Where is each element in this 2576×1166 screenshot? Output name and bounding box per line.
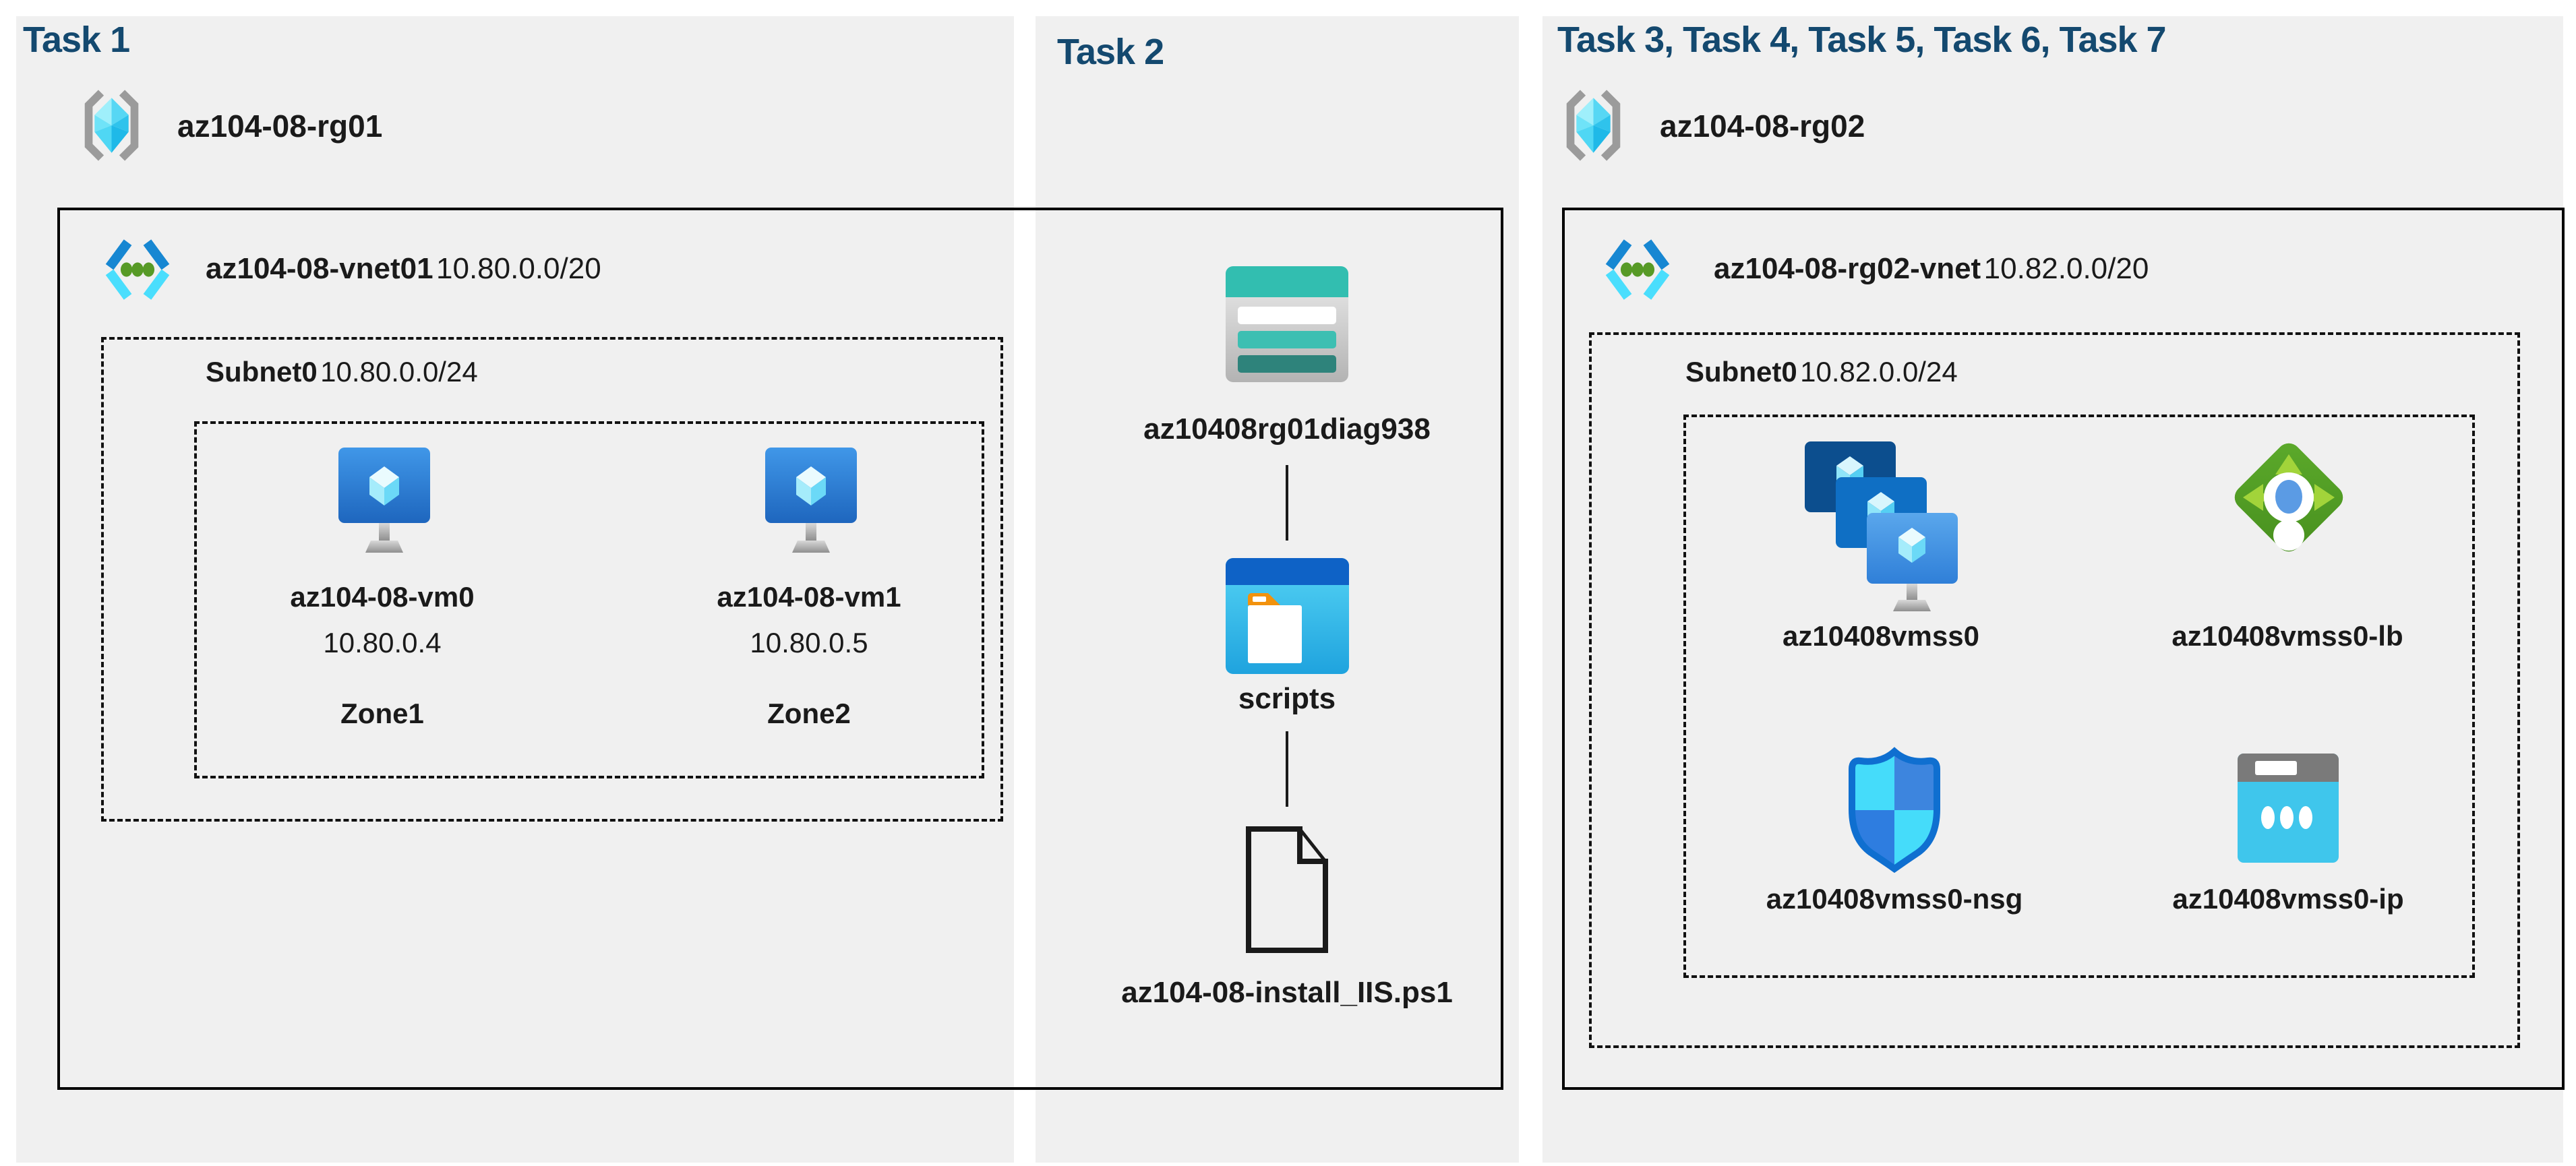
network-security-group-icon: [1849, 747, 1940, 873]
connector-storage-to-container: [1286, 465, 1288, 541]
vmss-label: az10408vmss0: [1783, 620, 1979, 652]
vm0-zone: Zone1: [340, 698, 424, 729]
vnet01-label: az104-08-vnet01 10.80.0.0/20: [206, 252, 601, 286]
vmss-resource-group-box: [1683, 415, 2475, 978]
connector-container-to-file: [1286, 731, 1288, 807]
vnet01-cidr: 10.80.0.0/20: [436, 252, 601, 285]
subnet0-rg01-label: Subnet0 10.80.0.0/24: [206, 356, 478, 388]
blob-container-icon: [1226, 558, 1349, 674]
script-file-icon: [1246, 826, 1328, 953]
load-balancer-icon: [2234, 443, 2343, 552]
task1-title: Task 1: [23, 20, 130, 60]
virtual-network-icon: [105, 239, 170, 300]
vm1-ip: 10.80.0.5: [750, 627, 868, 658]
rg02-label: az104-08-rg02: [1660, 109, 1865, 144]
rg02-vnet-box: [1562, 208, 2565, 1090]
rg01-label: az104-08-rg01: [177, 109, 383, 144]
vnet01-name: az104-08-vnet01: [206, 252, 433, 285]
subnet0-rg02-name: Subnet0: [1685, 356, 1797, 388]
rg02-vnet-name: az104-08-rg02-vnet: [1714, 252, 1981, 285]
vm0-ip: 10.80.0.4: [323, 627, 442, 658]
subnet0-rg01-name: Subnet0: [206, 356, 318, 388]
rg02-vnet-cidr: 10.82.0.0/20: [1983, 252, 2149, 285]
virtual-machine-icon: [765, 448, 857, 553]
nsg-label: az10408vmss0-nsg: [1766, 883, 2023, 915]
public-ip-icon: [2238, 754, 2339, 863]
vm1-name: az104-08-vm1: [717, 581, 901, 613]
resource-group-icon: [84, 90, 139, 161]
storage-account-label: az10408rg01diag938: [1143, 412, 1431, 446]
script-file-label: az104-08-install_IIS.ps1: [1121, 976, 1453, 1009]
task2-title: Task 2: [1057, 32, 1164, 72]
rg01-vnet-box: [57, 208, 1503, 1090]
task1-panel: [16, 16, 1014, 1163]
vm-zone-group-box: [194, 421, 984, 778]
subnet0-rg01-cidr: 10.80.0.0/24: [320, 356, 478, 388]
vm0-name: az104-08-vm0: [290, 581, 475, 613]
lb-label: az10408vmss0-lb: [2171, 620, 2403, 652]
storage-account-icon: [1226, 266, 1348, 382]
rg02-vnet-label: az104-08-rg02-vnet 10.82.0.0/20: [1714, 252, 2149, 286]
subnet0-rg02-box: [1589, 332, 2520, 1048]
public-ip-label: az10408vmss0-ip: [2172, 883, 2404, 915]
vm-scale-set-icon: [1805, 441, 1958, 611]
subnet0-rg02-label: Subnet0 10.82.0.0/24: [1685, 356, 1958, 388]
virtual-network-icon: [1605, 239, 1670, 300]
task3-panel: [1542, 16, 2563, 1163]
subnet0-rg01-box: [101, 337, 1003, 822]
vm1-zone: Zone2: [767, 698, 851, 729]
task3-title: Task 3, Task 4, Task 5, Task 6, Task 7: [1557, 20, 2167, 60]
virtual-machine-icon: [338, 448, 430, 553]
container-label: scripts: [1238, 682, 1336, 715]
subnet0-rg02-cidr: 10.82.0.0/24: [1800, 356, 1958, 388]
resource-group-icon: [1566, 90, 1621, 161]
